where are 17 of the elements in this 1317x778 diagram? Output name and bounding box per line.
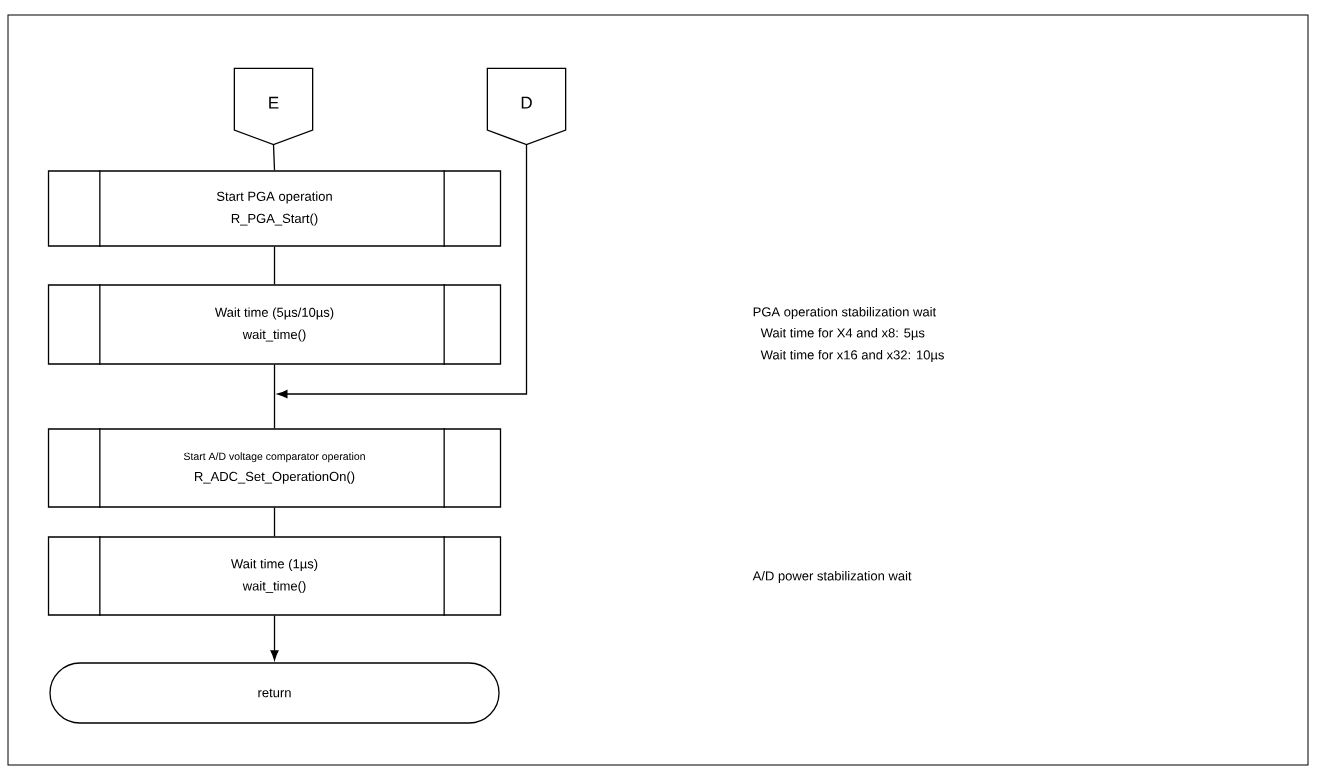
predefined-process-box: Start PGA operation R_PGA_Start() (47, 169, 502, 248)
arrow (270, 615, 279, 661)
predefined-process-box: Start A/D voltage comparator operation R_ADC_Set_OperationOn() (47, 427, 502, 509)
arrow (277, 144, 528, 398)
note-text: Wait time for x16 and x32: 10µs (760, 349, 944, 363)
predefined-process-box: Wait time (1µs) wait_time() (47, 535, 502, 617)
note-text: A/D power stabilization wait (752, 570, 912, 584)
note-text: Wait time for X4 and x8: 5µs (760, 327, 925, 341)
connector-line (272, 144, 276, 171)
terminal-box: return (49, 662, 500, 724)
connector-line (273, 364, 276, 429)
connector-line (273, 246, 276, 285)
note-text: PGA operation stabilization wait (753, 306, 937, 320)
connector-line (273, 507, 276, 537)
predefined-process-box: Wait time (5µs/10µs) wait_time() (47, 283, 502, 366)
off-page-connector: D (486, 67, 567, 146)
off-page-connector: E (233, 67, 314, 146)
